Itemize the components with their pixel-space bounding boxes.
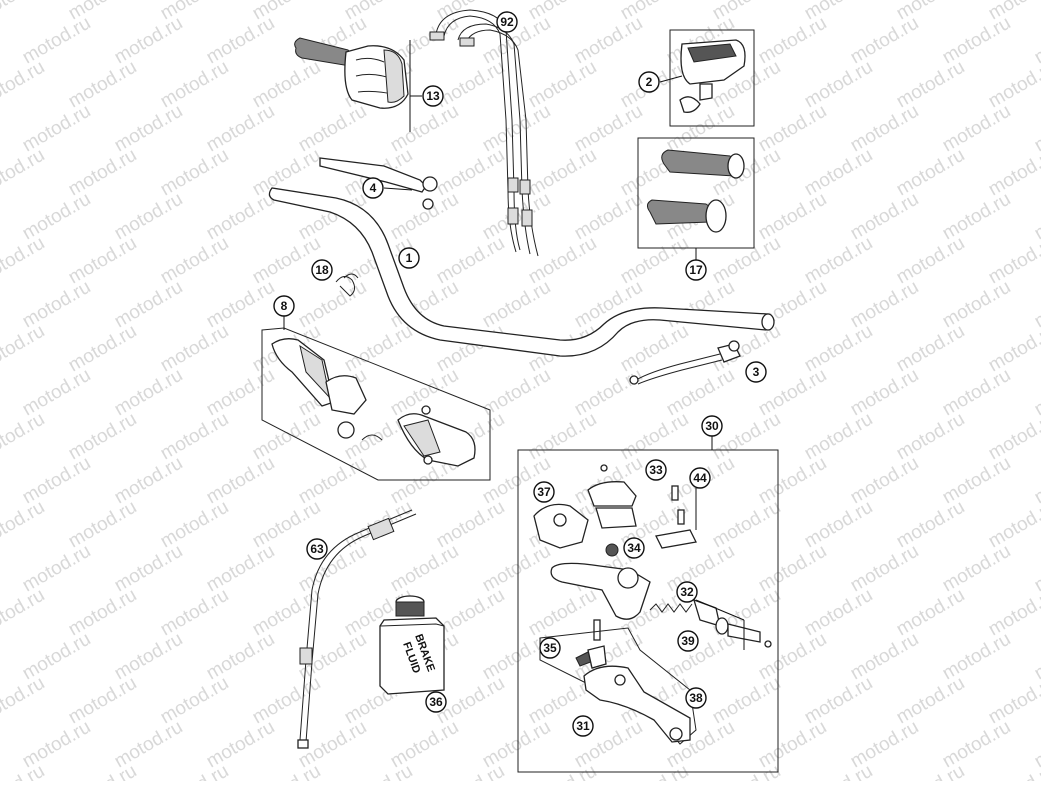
watermark-text: motod.ru (249, 761, 324, 781)
svg-text:3: 3 (753, 365, 760, 379)
svg-text:33: 33 (649, 463, 663, 477)
watermark-text: motod.ru (433, 761, 508, 781)
callout-34: 34 (623, 537, 645, 559)
svg-text:35: 35 (543, 641, 557, 655)
switch-box (659, 29, 755, 127)
svg-text:39: 39 (681, 634, 695, 648)
watermark-text: motod.ru (65, 761, 140, 781)
callout-35: 35 (539, 637, 561, 659)
watermark-text: motod.ru (157, 761, 232, 781)
callout-37: 37 (533, 481, 555, 503)
grips-box (637, 137, 755, 260)
watermark-text: motod.ru (1031, 189, 1041, 245)
callout-13: 13 (422, 85, 444, 107)
watermark-text: motod.ru (0, 585, 48, 641)
callout-8: 8 (273, 295, 295, 317)
watermark-text: motod.ru (0, 57, 48, 113)
callout-30: 30 (701, 415, 723, 437)
watermark-text: motod.ru (0, 233, 48, 289)
watermark-text: motod.ru (985, 321, 1041, 377)
svg-text:38: 38 (689, 691, 703, 705)
svg-text:4: 4 (370, 181, 377, 195)
watermark-text: motod.ru (1031, 277, 1041, 333)
svg-text:13: 13 (426, 89, 440, 103)
callout-3: 3 (745, 361, 767, 383)
watermark-text: motod.ru (985, 57, 1041, 113)
watermark-text: motod.ru (0, 0, 48, 24)
svg-text:92: 92 (500, 15, 514, 29)
watermark-text: motod.ru (985, 497, 1041, 553)
svg-text:2: 2 (646, 75, 653, 89)
svg-text:1: 1 (406, 251, 413, 265)
hot-start-cable (629, 340, 741, 385)
watermark-text: motod.ru (525, 761, 600, 781)
watermark-text: motod.ru (1031, 453, 1041, 509)
callout-32: 32 (676, 581, 698, 603)
callout-17: 17 (685, 259, 707, 281)
watermark-text: motod.ru (893, 761, 968, 781)
cable-clip (335, 273, 359, 297)
svg-text:18: 18 (315, 263, 329, 277)
callouts: 92 13 2 4 17 1 18 8 3 30 33 44 37 34 63 … (273, 11, 767, 737)
watermark-text: motod.ru (1031, 101, 1041, 157)
callout-1: 1 (398, 247, 420, 269)
svg-text:37: 37 (537, 485, 551, 499)
watermark-text: motod.ru (0, 321, 48, 377)
throttle-assembly (294, 37, 422, 132)
brake-master-cylinder-box (517, 436, 779, 773)
svg-text:31: 31 (576, 719, 590, 733)
svg-text:17: 17 (689, 263, 703, 277)
callout-4: 4 (362, 177, 384, 199)
watermark-text: motod.ru (1031, 365, 1041, 421)
watermark-text: motod.ru (0, 409, 48, 465)
watermark-text: motod.ru (985, 585, 1041, 641)
callout-92: 92 (496, 11, 518, 33)
callout-2: 2 (638, 71, 660, 93)
callout-38: 38 (685, 687, 707, 709)
cable-bracket (319, 157, 438, 210)
watermark-text: motod.ru (709, 761, 784, 781)
speedo-cable (297, 509, 417, 749)
watermark-text: motod.ru (985, 673, 1041, 729)
callout-63: 63 (306, 538, 328, 560)
svg-text:63: 63 (310, 542, 324, 556)
callout-39: 39 (677, 630, 699, 652)
watermark-text: motod.ru (0, 673, 48, 729)
callout-33: 33 (645, 459, 667, 481)
callout-18: 18 (311, 259, 333, 281)
svg-text:36: 36 (429, 695, 443, 709)
watermark-text: motod.ru (985, 145, 1041, 201)
handguards-box (261, 316, 491, 481)
callout-36: 36 (425, 691, 447, 713)
watermark-text: motod.ru (985, 233, 1041, 289)
watermark-text: motod.ru (341, 761, 416, 781)
handlebar (268, 187, 775, 357)
watermark-text: motod.ru (0, 145, 48, 201)
svg-text:44: 44 (693, 471, 707, 485)
svg-text:8: 8 (281, 299, 288, 313)
callout-44: 44 (689, 467, 711, 489)
svg-text:30: 30 (705, 419, 719, 433)
brake-fluid-bottle (379, 595, 445, 695)
watermark-text: motod.ru (1031, 13, 1041, 69)
svg-text:32: 32 (680, 585, 694, 599)
watermark-text: motod.ru (801, 761, 876, 781)
watermark-text: motod.ru (0, 497, 48, 553)
watermark-text: motod.ru (1031, 717, 1041, 773)
watermark-text: motod.ru (985, 409, 1041, 465)
watermark-text: motod.ru (1031, 541, 1041, 597)
svg-text:34: 34 (627, 541, 641, 555)
callout-31: 31 (572, 715, 594, 737)
watermark-text: motod.ru (985, 761, 1041, 781)
watermark-text: motod.ru (617, 761, 692, 781)
watermark-text: motod.ru (1031, 629, 1041, 685)
